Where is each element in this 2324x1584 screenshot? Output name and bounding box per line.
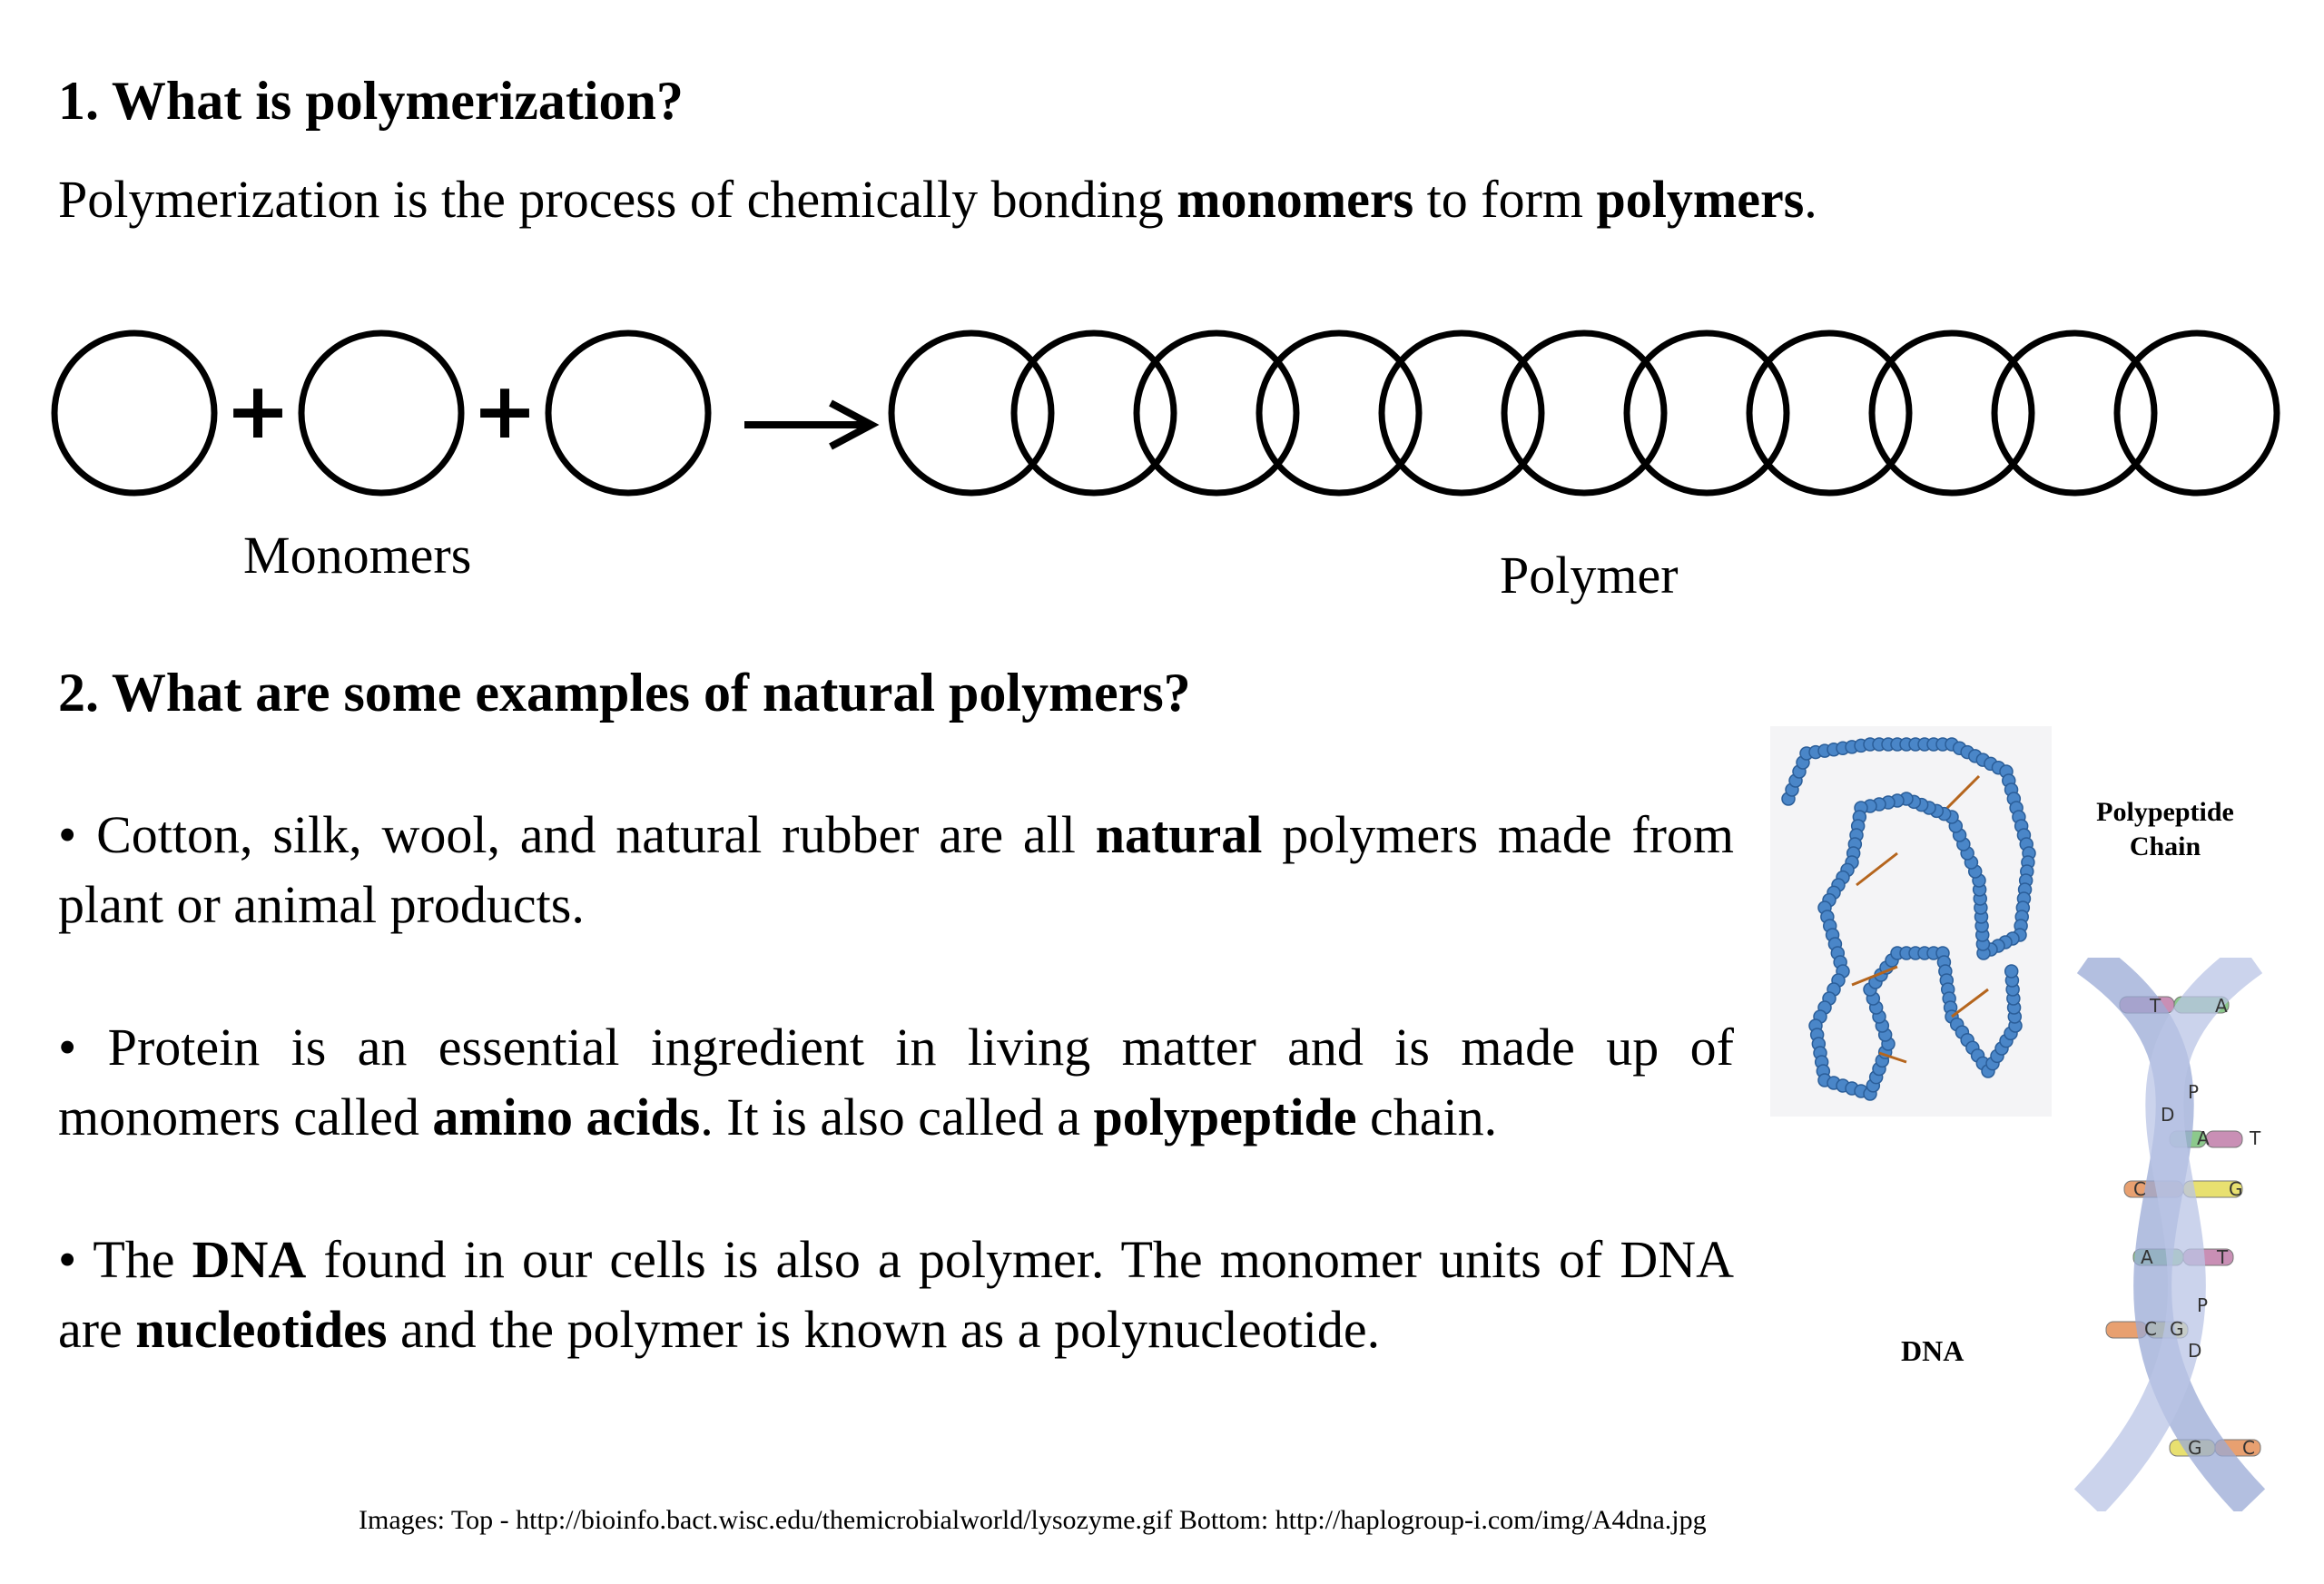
plus-sign: +: [472, 366, 537, 457]
polymer-ring: [1991, 330, 2158, 497]
bullet-natural-polymers: • Cotton, silk, wool, and natural rubber…: [58, 801, 1734, 940]
dna-base-letter: A: [2141, 1246, 2153, 1268]
dna-base-letter: G: [2188, 1437, 2202, 1459]
polymerization-diagram: ++: [51, 330, 2280, 497]
dna-base-letter: D: [2188, 1340, 2201, 1362]
dna-base-letter: T: [2149, 995, 2162, 1017]
polymer-label: Polymer: [1500, 546, 1679, 605]
dna-base-letter: D: [2161, 1104, 2174, 1126]
dna-base-half: [2205, 1130, 2243, 1148]
dna-base-letter: P: [2188, 1081, 2199, 1103]
monomers-label: Monomers: [243, 526, 472, 585]
dna-label: DNA: [1901, 1334, 1965, 1367]
amino-acid-bead: [2004, 964, 2019, 979]
dna-base-letter: P: [2197, 1294, 2208, 1316]
heading-natural-polymers: 2. What are some examples of natural pol…: [58, 663, 1191, 723]
dna-base-letter: T: [2249, 1127, 2261, 1149]
polymer-chain: [888, 330, 2280, 497]
polymer-ring: [1378, 330, 1545, 497]
polymer-ring: [1623, 330, 1790, 497]
polymer-ring: [1133, 330, 1300, 497]
bullet3-text-2: found in our cells is also a polymer. Th…: [58, 1230, 1735, 1359]
reaction-arrow: [744, 399, 880, 450]
monomer-circle: [298, 330, 465, 497]
dna-base-letter: C: [2144, 1318, 2157, 1340]
bullet1-natural: natural: [1095, 805, 1263, 864]
bullet-dna: • The DNA found in our cells is also a p…: [58, 1225, 1734, 1364]
bullet2-text-2: . It is also called a: [700, 1087, 1094, 1146]
polymer-ring: [2113, 330, 2280, 497]
monomer-group: [51, 330, 712, 497]
dna-base-letter: C: [2242, 1437, 2255, 1459]
polymer-ring: [1010, 330, 1177, 497]
plus-sign: +: [225, 366, 290, 457]
monomer-circle: [51, 330, 218, 497]
polypeptide-label-line2: Chain: [2129, 831, 2201, 861]
dna-base-letter: A: [2215, 995, 2228, 1017]
dna-base-letter: G: [2229, 1178, 2243, 1200]
bullet2-polypeptide: polypeptide: [1093, 1087, 1357, 1146]
definition-text-3: .: [1804, 170, 1817, 229]
image-credit: Images: Top - http://bioinfo.bact.wisc.e…: [359, 1505, 1707, 1535]
bullet3-nucleotides: nucleotides: [135, 1299, 388, 1359]
polymerization-definition: Polymerization is the process of chemica…: [58, 165, 1817, 235]
polypeptide-label-line1: Polypeptide: [2096, 797, 2234, 827]
dna-base-letter: C: [2133, 1178, 2146, 1200]
bullet1-text-1: • Cotton, silk, wool, and natural rubber…: [58, 805, 1096, 864]
bullet2-text-1: • Protein is an essential ingredient in …: [58, 1018, 1734, 1146]
bullet1-text-2: polymers made from plant or animal produ…: [58, 805, 1735, 934]
bullet2-text-3: chain.: [1356, 1087, 1498, 1146]
bullet-protein: • Protein is an essential ingredient in …: [58, 1013, 1734, 1152]
definition-polymers: polymers: [1596, 170, 1805, 229]
definition-text-2: to form: [1413, 170, 1597, 229]
definition-text-1: Polymerization is the process of chemica…: [58, 170, 1177, 229]
polymer-ring: [1256, 330, 1423, 497]
polymer-ring: [1501, 330, 1668, 497]
dna-base-letter: G: [2170, 1318, 2184, 1340]
definition-monomers: monomers: [1177, 170, 1414, 229]
plus-sign-group: ++: [225, 366, 537, 457]
amino-acid-beads: [1781, 737, 2036, 1101]
polypeptide-chain-label: Polypeptide Chain: [2079, 795, 2251, 863]
bullet3-text-3: and the polymer is known as a polynucleo…: [387, 1299, 1381, 1359]
polypeptide-chain-image: [1770, 726, 2052, 1117]
monomer-circle: [545, 330, 712, 497]
polymer-ring: [1868, 330, 2035, 497]
bullet3-dna: DNA: [192, 1230, 307, 1289]
dna-base-letter: T: [2216, 1246, 2229, 1268]
dna-base-letter: A: [2197, 1127, 2210, 1149]
heading-polymerization: 1. What is polymerization?: [58, 71, 684, 131]
bullet2-amino-acids: amino acids: [432, 1087, 701, 1146]
bullet3-text-1: • The: [58, 1230, 192, 1289]
polymer-ring: [1746, 330, 1913, 497]
polymer-ring: [888, 330, 1055, 497]
